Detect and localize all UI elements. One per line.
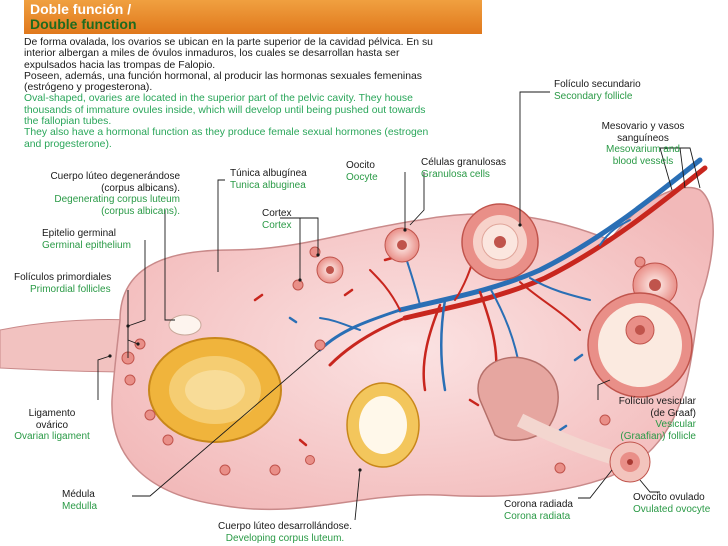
label-oocyte: Oocito Oocyte (346, 160, 378, 183)
label-es: Folículos primordiales (14, 272, 112, 283)
label-es: Cuerpo lúteo desarrollándose. (218, 521, 352, 532)
label-en: Primordial follicles (30, 283, 111, 295)
label-en: Medulla (62, 500, 98, 512)
label-en: Granulosa cells (421, 168, 490, 180)
intro-text: De forma ovalada, los ovarios se ubican … (24, 37, 484, 150)
label-en: Ovarian ligament (14, 431, 90, 442)
label-es: ovárico (35, 419, 69, 431)
label-en: Vesicular (655, 419, 696, 430)
label-en: Developing corpus luteum. (225, 532, 345, 544)
label-developing-corpus-luteum: Cuerpo lúteo desarrollándose. Developing… (190, 521, 380, 544)
title-english: Double function (30, 16, 137, 32)
label-es: Túnica albugínea (230, 168, 307, 179)
primordial-follicles (121, 246, 646, 476)
leader-dots (108, 223, 522, 472)
intro-es-line: expulsados hacia las trompas de Falopio. (24, 59, 216, 71)
label-en: Tunica albuginea (230, 179, 306, 191)
label-es: Médula (62, 489, 95, 500)
label-en: Ovulated ovocyte (633, 503, 711, 515)
label-en: blood vessels (612, 155, 674, 167)
title-banner: Doble función / Double function (24, 0, 482, 34)
label-secondary-follicle: Folículo secundario Secondary follicle (554, 79, 641, 102)
label-en: Corona radiata (504, 510, 571, 522)
label-en: Germinal epithelium (42, 239, 131, 251)
ruptured-follicle (477, 356, 559, 441)
intro-es-line: Poseen, además, una función hormonal, al… (24, 70, 422, 82)
label-granulosa-cells: Células granulosas Granulosa cells (421, 157, 506, 180)
corpus-luteum-mature (148, 337, 282, 443)
label-en: (Graafian) follicle (620, 430, 696, 442)
label-cortex: Cortex Cortex (262, 208, 291, 231)
label-en: Cortex (262, 219, 292, 231)
label-tunica-albuginea: Túnica albugínea Tunica albuginea (230, 168, 307, 191)
label-es: Mesovario y vasos (601, 121, 685, 132)
ovulated-oocyte (609, 441, 651, 483)
label-corona-radiata: Corona radiada Corona radiata (504, 499, 573, 522)
label-en: Oocyte (346, 171, 378, 183)
label-es: Cuerpo lúteo degenerándose (50, 171, 180, 182)
intro-es-line: interior albergan a miles de óvulos inma… (24, 48, 400, 60)
label-es: sanguíneos (617, 132, 669, 144)
label-germinal-epithelium: Epitelio germinal Germinal epithelium (42, 228, 131, 251)
label-es: Ovocito ovulado (633, 492, 705, 503)
leader-lines (97, 91, 701, 521)
label-es: Corona radiada (504, 499, 573, 510)
label-corpus-albicans: Cuerpo lúteo degenerándose (corpus albic… (22, 171, 180, 217)
label-es: Células granulosas (421, 157, 507, 168)
title-spanish: Doble función / (30, 1, 132, 17)
intro-es-line: (estrógeno y progesterona). (24, 82, 153, 94)
label-en: Secondary follicle (554, 90, 633, 102)
label-medulla: Médula Medulla (62, 489, 97, 512)
intro-en-line: thousands of immature ovules inside, whi… (24, 104, 426, 116)
label-ovulated-oocyte: Ovocito ovulado Ovulated ovocyte (633, 492, 710, 515)
label-ovarian-ligament: Ligamento ovárico Ovarian ligament (2, 408, 102, 443)
label-es: (de Graaf) (650, 407, 696, 419)
label-es: Folículo secundario (554, 79, 641, 90)
label-en: (corpus albicans). (101, 205, 180, 217)
label-es: Folículo vesicular (618, 396, 696, 407)
graafian-follicle (587, 292, 693, 398)
label-primordial-follicles: Folículos primordiales Primordial follic… (14, 272, 111, 295)
label-graafian-follicle: Folículo vesicular (de Graaf) Vesicular … (560, 396, 696, 442)
intro-es-line: De forma ovalada, los ovarios se ubican … (24, 37, 433, 48)
secondary-follicle (461, 203, 539, 281)
label-es: (corpus albicans). (101, 182, 180, 194)
corpus-albicans (168, 314, 202, 336)
label-en: Degenerating corpus luteum (54, 194, 180, 205)
label-es: Cortex (262, 208, 292, 219)
intro-en-line: Oval-shaped, ovaries are located in the … (24, 93, 413, 105)
intro-en-line: and progesterone). (24, 138, 112, 150)
growing-follicles (316, 227, 420, 284)
intro-en-line: They also have a hormonal function as th… (24, 127, 429, 139)
label-es: Epitelio germinal (42, 228, 116, 239)
label-es: Oocito (346, 160, 375, 171)
label-mesovarium: Mesovario y vasos sanguíneos Mesovarium … (568, 121, 718, 167)
intro-en-line: the fallopian tubes. (24, 116, 112, 128)
corpus-luteum-developing (346, 382, 420, 468)
label-en: Mesovarium and (606, 144, 680, 155)
label-es: Ligamento (28, 408, 76, 419)
